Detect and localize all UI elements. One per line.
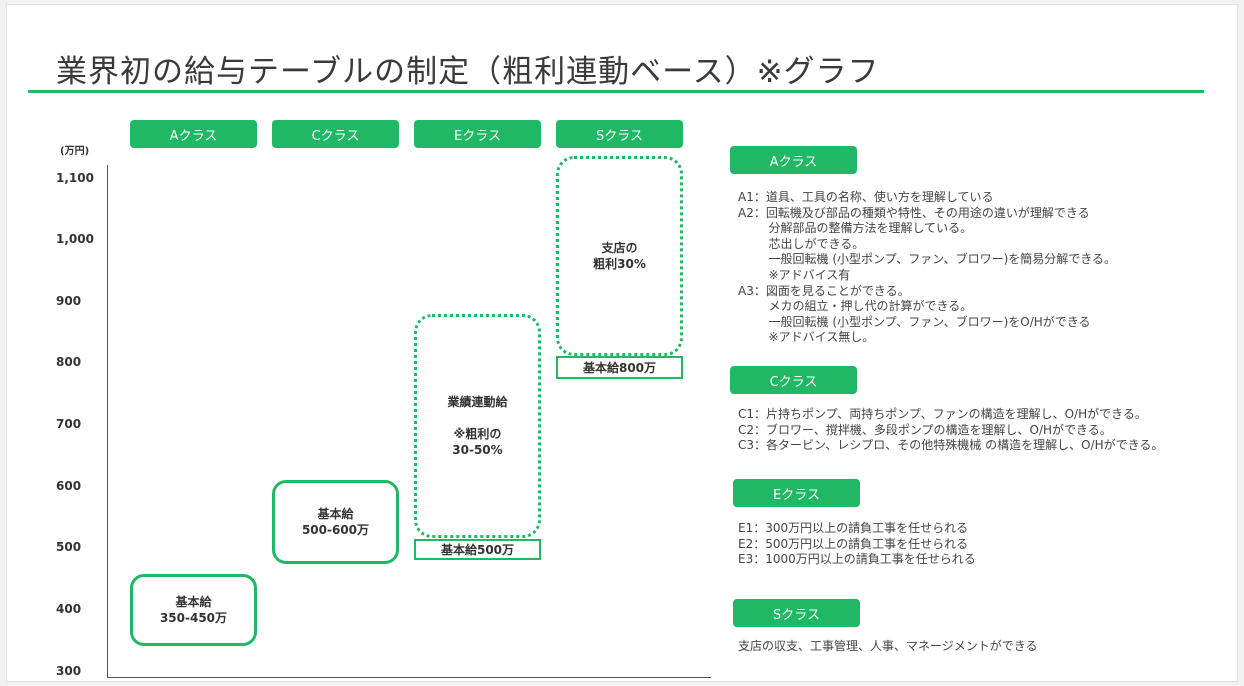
legend-c-class-label: Cクラス xyxy=(730,366,857,394)
y-tick-label: 900 xyxy=(56,294,82,308)
legend-e-class-text: E1：300万円以上の請負工事を任せられる E2：500万円以上の請負工事を任せ… xyxy=(738,521,976,567)
e-class-base-salary-bar: 基本給500万 xyxy=(414,539,541,560)
y-tick-label: 500 xyxy=(56,540,82,554)
c-class-base-salary-box: 基本給 500-600万 xyxy=(272,480,399,564)
legend-c-class-text: C1：片持ちポンプ、両持ちポンプ、ファンの構造を理解し、O/Hができる。 C2：… xyxy=(738,407,1164,453)
legend-s-class-text: 支店の収支、工事管理、人事、マネージメントができる xyxy=(738,639,1038,653)
y-axis-unit: (万円) xyxy=(60,146,90,157)
y-tick-label: 1,000 xyxy=(56,232,94,246)
legend-s-class-label: Sクラス xyxy=(733,599,860,627)
y-tick-label: 300 xyxy=(56,664,82,678)
y-tick-label: 600 xyxy=(56,479,82,493)
y-tick-label: 800 xyxy=(56,355,82,369)
title-divider xyxy=(28,90,1204,93)
a-class-base-salary-box: 基本給 350-450万 xyxy=(130,574,257,646)
y-tick-label: 400 xyxy=(56,602,82,616)
legend-a-class-label: Aクラス xyxy=(730,146,857,174)
y-axis-line xyxy=(107,165,108,678)
s-class-branch-profit-box: 支店の 粗利30% xyxy=(556,156,683,356)
page-title: 業界初の給与テーブルの制定（粗利連動ベース）※グラフ xyxy=(56,54,880,90)
legend-e-class-label: Eクラス xyxy=(733,479,860,507)
s-class-base-salary-bar: 基本給800万 xyxy=(556,356,683,379)
y-tick-label: 1,100 xyxy=(56,171,94,185)
legend-a-class-text: A1：道具、工具の名称、使い方を理解している A2：回転機及び部品の種類や特性、… xyxy=(738,190,1117,345)
column-header-c: Cクラス xyxy=(272,120,399,148)
column-header-s: Sクラス xyxy=(556,120,683,148)
y-tick-label: 700 xyxy=(56,417,82,431)
column-header-e: Eクラス xyxy=(414,120,541,148)
column-header-a: Aクラス xyxy=(130,120,257,148)
e-class-performance-pay-box: 業績連動給 ※粗利の 30-50% xyxy=(414,314,541,538)
x-axis-line xyxy=(107,677,711,678)
